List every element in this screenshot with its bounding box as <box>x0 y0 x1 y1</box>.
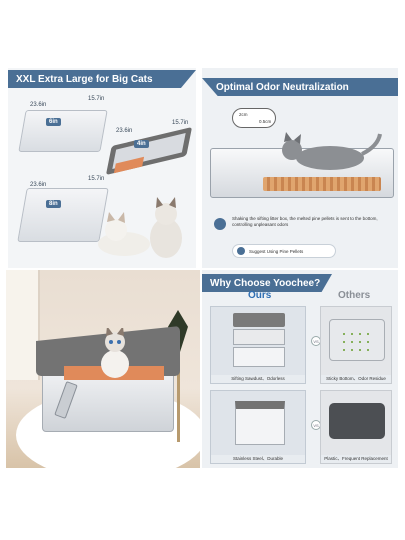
others-top-caption: Sticky Bottom、Odor Residue <box>321 375 391 383</box>
box2-width: 23.6in <box>116 128 133 134</box>
window <box>6 270 40 380</box>
box3-height-badge: 8in <box>46 200 61 208</box>
room-photo <box>6 270 200 468</box>
plastic-tray <box>329 403 385 439</box>
stacked-trays <box>233 313 285 327</box>
residue-dots <box>340 330 372 352</box>
compare-banner: Why Choose Yoochee? <box>202 274 332 292</box>
pine-pellets <box>263 177 381 191</box>
dirty-tray <box>329 319 385 361</box>
odor-description: Shaking the sifting litter box, the melt… <box>232 216 378 227</box>
box3-width: 23.6in <box>30 182 47 188</box>
plant-stand-pole <box>177 352 180 442</box>
ours-bottom-card: Stainless Steel、Durable <box>210 390 306 464</box>
ours-bottom-caption: Stainless Steel、Durable <box>211 455 305 463</box>
cats-image <box>98 197 182 258</box>
compare-title: Why Choose Yoochee? <box>210 277 321 289</box>
others-heading: Others <box>338 290 371 301</box>
suggest-text: Suggest Using Pine Pellets <box>249 248 304 254</box>
compare-panel: Why Choose Yoochee? Ours Others Sifting … <box>202 270 398 468</box>
size-title: XXL Extra Large for Big Cats <box>16 73 153 85</box>
shake-icon <box>214 218 226 230</box>
ours-heading: Ours <box>248 290 272 301</box>
grey-cat-image <box>282 132 382 170</box>
gap-label: 2cm <box>239 112 248 117</box>
others-bottom-caption: Plastic、Frequent Replacement <box>321 455 391 463</box>
others-bottom-card: Plastic、Frequent Replacement <box>320 390 392 464</box>
others-top-card: Sticky Bottom、Odor Residue <box>320 306 392 384</box>
box1-depth: 15.7in <box>88 96 105 102</box>
box2-depth: 15.7in <box>172 120 189 126</box>
suggest-badge: Suggest Using Pine Pellets <box>232 244 336 258</box>
box1-width: 23.6in <box>30 102 47 108</box>
ragdoll-cat-image <box>101 328 129 378</box>
size-banner: XXL Extra Large for Big Cats <box>8 70 196 88</box>
info-icon <box>237 247 245 255</box>
box1-height-badge: 6in <box>46 118 61 126</box>
box2-height-badge: 4in <box>134 140 149 148</box>
ours-top-card: Sifting Sawdust、Odorless <box>210 306 306 384</box>
odor-title: Optimal Odor Neutralization <box>216 81 349 93</box>
size-panel: XXL Extra Large for Big Cats 23.6in 15.7… <box>8 68 196 268</box>
full-litter-box <box>235 401 285 445</box>
stacked-trays-mid <box>233 329 285 345</box>
box3-depth: 15.7in <box>88 176 105 182</box>
ours-top-caption: Sifting Sawdust、Odorless <box>211 375 305 383</box>
odor-panel: Optimal Odor Neutralization 2cm 0.5cm Sh… <box>202 68 398 268</box>
stacked-trays-bottom <box>233 347 285 367</box>
tray-6in <box>18 110 108 152</box>
hole-label: 0.5cm <box>259 119 272 124</box>
odor-banner: Optimal Odor Neutralization <box>202 78 398 96</box>
gap-callout: 2cm 0.5cm <box>232 108 276 128</box>
